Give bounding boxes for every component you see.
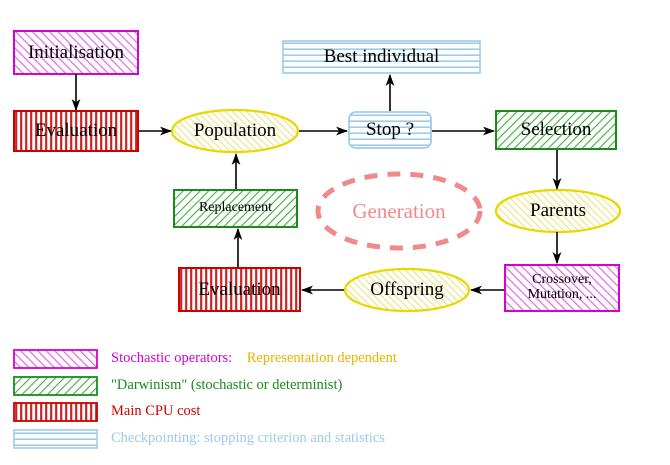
node-variation[interactable]: Crossover, Mutation, ... [505,265,619,311]
node-offspring-shape [343,267,471,313]
node-evaluation-bottom-shape [178,267,301,312]
node-best-individual[interactable]: Best individual [283,41,480,73]
node-offspring[interactable]: Offspring [345,269,469,311]
node-population[interactable]: Population [172,110,298,152]
node-replacement-label: Replacement [198,200,273,216]
node-population-shape [170,108,300,154]
node-stop-shape [348,111,432,149]
node-evaluation-bottom[interactable]: Evaluation [179,268,300,311]
node-population-label: Population [193,120,277,142]
legend-swatch-green-diagonal-hatch [13,376,98,396]
legend-row-0: Stochastic operators: Representation dep… [111,350,397,367]
node-initialisation-shape [13,30,139,75]
node-selection[interactable]: Selection [496,111,616,149]
legend-swatch-magenta-diagonal-hatch [13,349,98,369]
node-evaluation-top-label: Evaluation [34,120,118,142]
flow-arrows [71,74,562,295]
legend-label-representation-dependent: Representation dependent [246,350,397,366]
node-generation-label: Generation [352,198,446,223]
node-variation-shape [504,264,620,312]
legend-swatch-red-vertical-hatch [13,402,98,422]
node-stop-label: Stop ? [365,119,415,141]
node-evaluation-top-shape [13,110,139,152]
node-variation-label-line2: Mutation, ... [527,287,597,302]
node-offspring-label: Offspring [370,279,444,301]
node-stop[interactable]: Stop ? [349,112,431,148]
node-selection-shape [495,110,617,150]
node-parents[interactable]: Parents [496,190,620,232]
legend-label-stochastic-operators: Stochastic operators: [111,350,233,366]
node-evaluation-top[interactable]: Evaluation [14,111,138,151]
node-generation: Generation [318,174,480,248]
node-generation-shape [315,171,483,251]
node-best-individual-shape [282,40,481,74]
node-evaluation-bottom-label: Evaluation [198,278,281,300]
legend-label-darwinism: "Darwinism" (stochastic or determinist) [111,377,343,393]
legend-swatch-blue-horizontal-hatch [13,429,98,449]
node-replacement[interactable]: Replacement [174,190,297,227]
node-replacement-shape [173,189,298,228]
node-parents-shape [494,188,622,234]
node-selection-label: Selection [520,119,592,141]
node-initialisation[interactable]: Initialisation [14,31,138,74]
legend-label-main-cpu-cost: Main CPU cost [111,403,201,419]
node-variation-label-line1: Crossover, [532,272,592,288]
node-best-individual-label: Best individual [323,46,440,68]
legend-label-checkpointing: Checkpointing: stopping criterion and st… [111,430,385,446]
legend-swatches [13,349,98,449]
node-parents-label: Parents [530,200,586,222]
node-initialisation-label: Initialisation [27,41,125,63]
